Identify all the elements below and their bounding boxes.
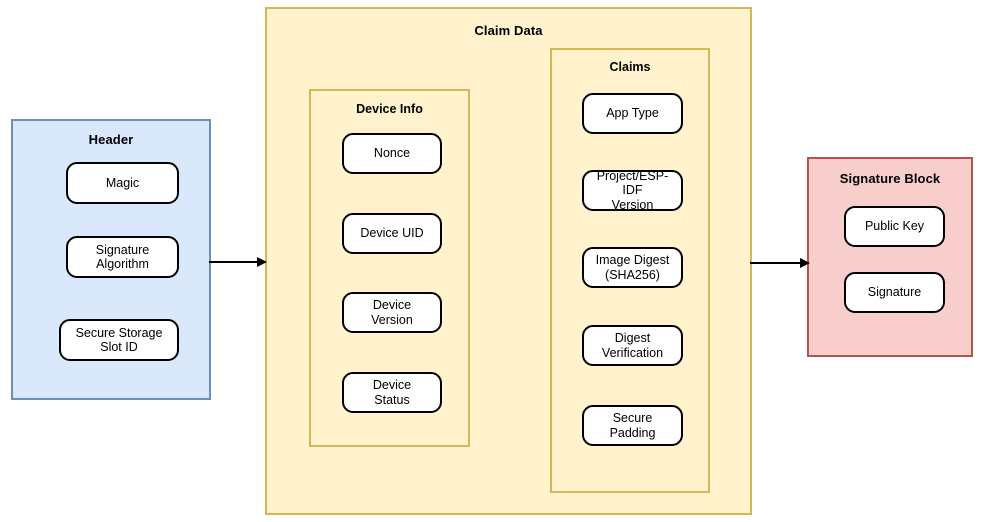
- node-digest-verification[interactable]: Digest Verification: [582, 325, 683, 366]
- arrow-claim-data-to-signature-block: [750, 257, 812, 269]
- group-header[interactable]: Header Magic Signature Algorithm Secure …: [11, 119, 211, 400]
- subgroup-device-info-title: Device Info: [356, 102, 423, 116]
- node-project-espidf-version[interactable]: Project/ESP-IDF Version: [582, 169, 683, 212]
- subgroup-claims-title: Claims: [609, 60, 651, 74]
- subgroup-claims[interactable]: Claims App Type Project/ESP-IDF Version …: [550, 48, 710, 493]
- node-nonce[interactable]: Nonce: [342, 133, 442, 174]
- node-image-digest-sha256[interactable]: Image Digest (SHA256): [582, 247, 683, 288]
- arrow-header-to-claim-data: [209, 256, 269, 268]
- node-device-uid[interactable]: Device UID: [342, 213, 442, 254]
- group-signature-block-title: Signature Block: [839, 171, 941, 186]
- node-public-key[interactable]: Public Key: [844, 206, 945, 247]
- group-header-title: Header: [88, 132, 134, 147]
- node-secure-storage-slot-id[interactable]: Secure Storage Slot ID: [59, 319, 179, 361]
- group-signature-block[interactable]: Signature Block Public Key Signature: [807, 157, 973, 357]
- node-magic[interactable]: Magic: [66, 162, 179, 204]
- node-device-version[interactable]: Device Version: [342, 292, 442, 333]
- subgroup-device-info[interactable]: Device Info Nonce Device UID Device Vers…: [309, 89, 470, 447]
- group-claim-data-title: Claim Data: [474, 23, 543, 38]
- node-secure-padding[interactable]: Secure Padding: [582, 405, 683, 446]
- node-signature-algorithm[interactable]: Signature Algorithm: [66, 236, 179, 278]
- node-signature[interactable]: Signature: [844, 272, 945, 313]
- node-device-status[interactable]: Device Status: [342, 372, 442, 413]
- node-app-type[interactable]: App Type: [582, 93, 683, 134]
